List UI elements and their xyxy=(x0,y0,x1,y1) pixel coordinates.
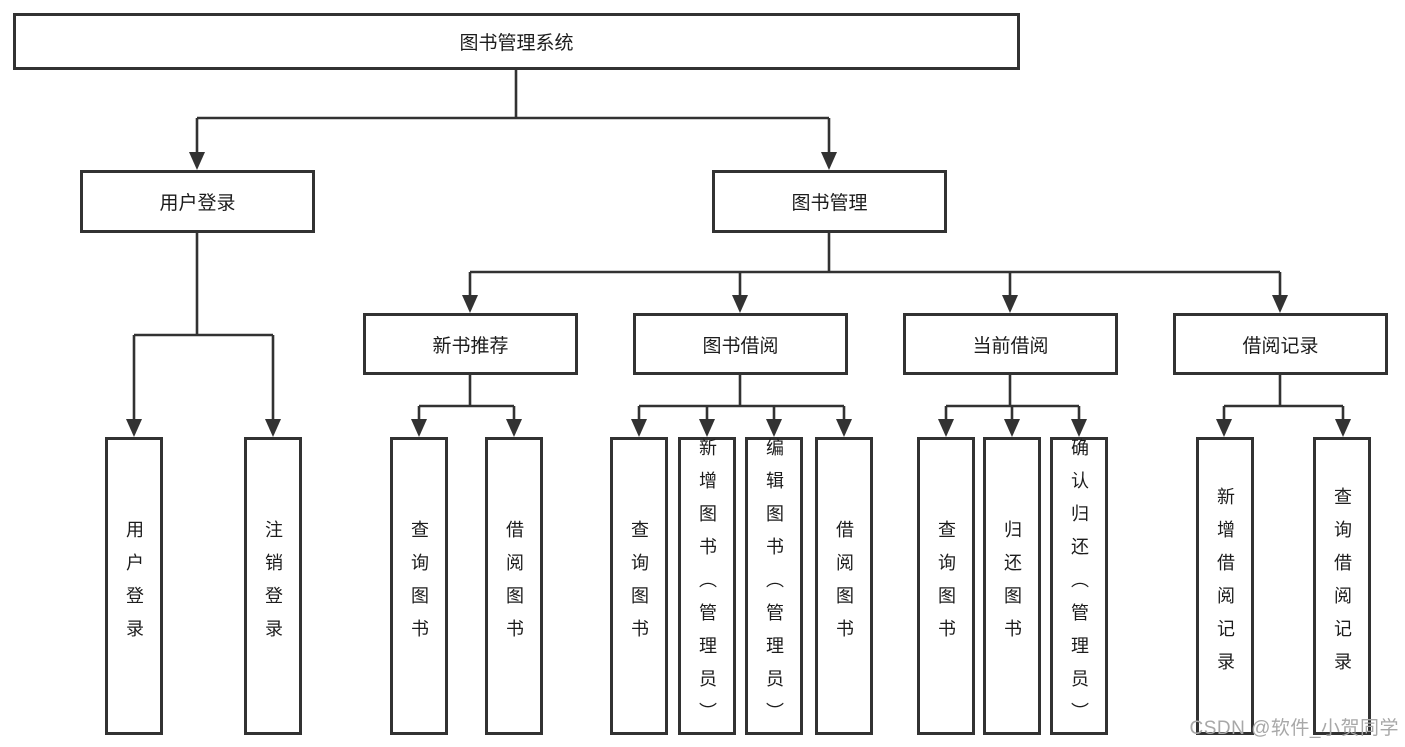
leaf-label: 查询借阅记录 xyxy=(1332,487,1352,685)
leaf-label: 注销登录 xyxy=(263,520,283,652)
leaf-borrow-book-recommend: 借阅图书 xyxy=(485,437,543,735)
node-new-book-recommend: 新书推荐 xyxy=(363,313,578,375)
leaf-label: 查询图书 xyxy=(936,520,956,652)
leaf-add-borrow-record: 新增借阅记录 xyxy=(1196,437,1254,735)
leaf-query-borrow-record: 查询借阅记录 xyxy=(1313,437,1371,735)
node-borrow-records: 借阅记录 xyxy=(1173,313,1388,375)
csdn-watermark: CSDN @软件_小贺同学 xyxy=(1189,718,1399,739)
leaf-label: 查询图书 xyxy=(409,520,429,652)
leaf-label: 确认归还（管理员） xyxy=(1069,437,1089,735)
leaf-confirm-return-admin: 确认归还（管理员） xyxy=(1050,437,1108,735)
leaf-add-book-admin: 新增图书（管理员） xyxy=(678,437,736,735)
leaf-logout-login: 注销登录 xyxy=(244,437,302,735)
leaf-borrow-book: 借阅图书 xyxy=(815,437,873,735)
node-current-borrow: 当前借阅 xyxy=(903,313,1118,375)
leaf-label: 借阅图书 xyxy=(834,520,854,652)
node-user-login: 用户登录 xyxy=(80,170,315,233)
node-library-system: 图书管理系统 xyxy=(13,13,1020,70)
leaf-user-login: 用户登录 xyxy=(105,437,163,735)
leaf-label: 新增图书（管理员） xyxy=(697,437,717,735)
node-book-management: 图书管理 xyxy=(712,170,947,233)
leaf-edit-book-admin: 编辑图书（管理员） xyxy=(745,437,803,735)
leaf-query-book-borrow: 查询图书 xyxy=(610,437,668,735)
leaf-label: 借阅图书 xyxy=(504,520,524,652)
leaf-label: 查询图书 xyxy=(629,520,649,652)
leaf-label: 用户登录 xyxy=(124,520,144,652)
leaf-query-book-current: 查询图书 xyxy=(917,437,975,735)
leaf-label: 新增借阅记录 xyxy=(1215,487,1235,685)
node-book-borrow: 图书借阅 xyxy=(633,313,848,375)
leaf-query-book-recommend: 查询图书 xyxy=(390,437,448,735)
leaf-label: 归还图书 xyxy=(1002,520,1022,652)
leaf-return-book: 归还图书 xyxy=(983,437,1041,735)
leaf-label: 编辑图书（管理员） xyxy=(764,437,784,735)
